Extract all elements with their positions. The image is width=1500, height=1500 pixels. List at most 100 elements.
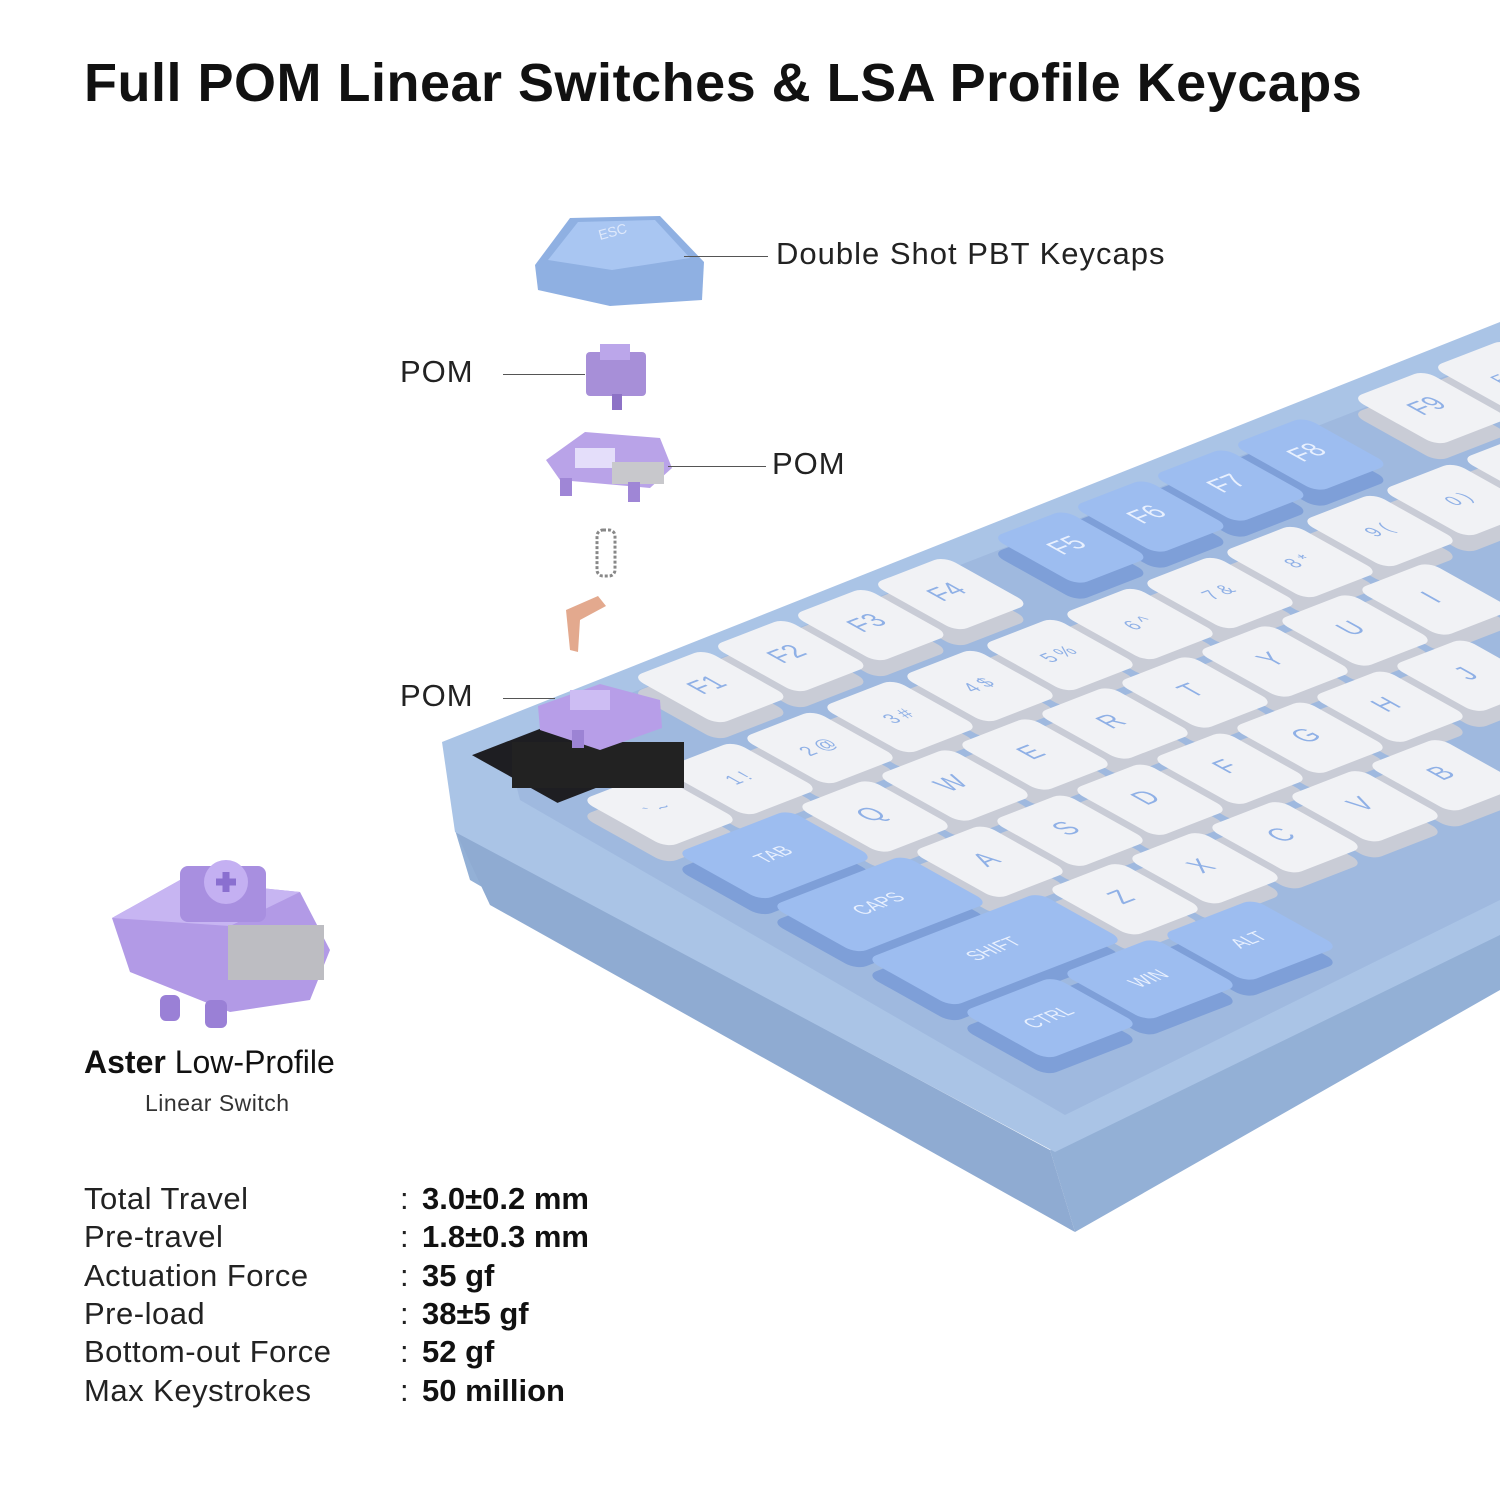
keycap bbox=[1122, 657, 1268, 728]
spec-value: 52 gf bbox=[422, 1334, 495, 1370]
keycap bbox=[1212, 802, 1358, 873]
keyboard-case-side bbox=[455, 830, 1075, 1232]
keycap bbox=[1052, 864, 1198, 935]
keycap bbox=[1227, 526, 1373, 598]
spec-label: Max Keystrokes bbox=[84, 1372, 312, 1408]
keycap bbox=[827, 681, 973, 753]
keycap bbox=[1157, 733, 1303, 804]
spec-row: Max Keystrokes:50 million bbox=[84, 1371, 589, 1409]
spec-value: 3.0±0.2 mm bbox=[422, 1181, 589, 1217]
spec-label: Bottom-out Force bbox=[84, 1334, 332, 1370]
keycap bbox=[872, 895, 1118, 1005]
keycap bbox=[1042, 688, 1188, 759]
switch-bottom-housing bbox=[512, 684, 684, 788]
keycap bbox=[682, 812, 868, 899]
keycap bbox=[1067, 940, 1233, 1019]
keycap-legend: ESC bbox=[597, 220, 629, 243]
keycap bbox=[638, 651, 784, 723]
keycap bbox=[1438, 341, 1500, 413]
keycap bbox=[1372, 740, 1500, 811]
switch-stem bbox=[586, 344, 646, 410]
keycap bbox=[718, 620, 864, 692]
keycap bbox=[1132, 833, 1278, 904]
switch-top-housing bbox=[546, 432, 672, 502]
keycap bbox=[997, 795, 1143, 866]
keycap bbox=[882, 750, 1028, 821]
spec-row: Bottom-out Force:52 gf bbox=[84, 1333, 589, 1371]
keycap bbox=[1077, 764, 1223, 835]
switch-contact-leaf bbox=[566, 596, 606, 652]
keycap bbox=[1067, 588, 1213, 660]
page-title: Full POM Linear Switches & LSA Profile K… bbox=[84, 53, 1363, 113]
spec-colon: : bbox=[400, 1219, 409, 1255]
keycaps-leader-line bbox=[684, 256, 768, 257]
keycap bbox=[1292, 771, 1438, 842]
spec-label: Pre-travel bbox=[84, 1219, 224, 1255]
keycap-legend: 2 @ bbox=[793, 736, 844, 759]
keycap bbox=[747, 712, 893, 784]
spec-value: 1.8±0.3 mm bbox=[422, 1219, 589, 1255]
keycap-legend: ALT bbox=[1224, 929, 1274, 952]
keycap bbox=[967, 979, 1133, 1058]
keycap-legend: 5 % bbox=[1034, 643, 1083, 666]
spec-table: Total Travel:3.0±0.2 mm Pre-travel:1.8±0… bbox=[84, 1180, 589, 1410]
keycap bbox=[1238, 419, 1384, 490]
spec-row: Pre-load:38±5 gf bbox=[84, 1295, 589, 1333]
keycap bbox=[878, 558, 1024, 630]
aster-switch-image bbox=[112, 860, 330, 1028]
keycap bbox=[1237, 702, 1383, 773]
keycap bbox=[587, 774, 733, 846]
keycap bbox=[1397, 640, 1500, 711]
pom-top-leader-line bbox=[668, 466, 766, 467]
keycap bbox=[1362, 564, 1500, 635]
keycap bbox=[1282, 595, 1428, 666]
keycap bbox=[1387, 464, 1500, 536]
keycap bbox=[798, 589, 944, 661]
exploded-keycap: ESC bbox=[535, 216, 704, 306]
switch-brand: Aster bbox=[84, 1044, 166, 1080]
spec-colon: : bbox=[400, 1334, 409, 1370]
keycap bbox=[998, 512, 1144, 583]
spec-value: 38±5 gf bbox=[422, 1296, 529, 1332]
spec-colon: : bbox=[400, 1372, 409, 1408]
keycap bbox=[1358, 372, 1500, 444]
keycap bbox=[1078, 481, 1224, 552]
spec-colon: : bbox=[400, 1296, 409, 1332]
switch-model: Low-Profile bbox=[174, 1044, 335, 1080]
switch-subtitle: Linear Switch bbox=[145, 1090, 290, 1116]
keycap bbox=[1307, 495, 1453, 567]
keycap bbox=[1167, 901, 1333, 980]
switch-name: Aster Low-Profile bbox=[84, 1044, 335, 1081]
keycap bbox=[917, 826, 1063, 897]
spec-colon: : bbox=[400, 1181, 409, 1217]
pom-stem-leader-line bbox=[503, 374, 585, 375]
keycap bbox=[907, 650, 1053, 722]
keycap-legend: 4 $ bbox=[957, 675, 1001, 696]
spec-row: Total Travel:3.0±0.2 mm bbox=[84, 1180, 589, 1218]
keycap bbox=[1147, 557, 1293, 629]
keycap bbox=[1202, 626, 1348, 697]
keycap bbox=[962, 719, 1108, 790]
keycaps-callout: Double Shot PBT Keycaps bbox=[776, 236, 1166, 271]
pom-stem-callout: POM bbox=[400, 354, 474, 389]
spec-row: Actuation Force:35 gf bbox=[84, 1257, 589, 1295]
switch-spring bbox=[595, 528, 617, 578]
keycap-legend: 7 & bbox=[1196, 582, 1241, 603]
keycap-legend: 3 # bbox=[877, 706, 921, 727]
pom-bottom-housing-callout: POM bbox=[400, 678, 474, 713]
keycap-legend: TAB bbox=[748, 843, 799, 866]
keyboard-case-front bbox=[455, 830, 1500, 1232]
spec-label: Actuation Force bbox=[84, 1257, 309, 1293]
keycap bbox=[987, 619, 1133, 691]
pom-bottom-leader-line bbox=[503, 698, 555, 699]
keycap bbox=[802, 781, 948, 852]
spec-row: Pre-travel:1.8±0.3 mm bbox=[84, 1218, 589, 1256]
pom-top-housing-callout: POM bbox=[772, 446, 846, 481]
spec-label: Pre-load bbox=[84, 1296, 206, 1332]
keycap bbox=[777, 857, 983, 952]
keycap bbox=[1158, 450, 1304, 521]
keycap-legend: 6 ^ bbox=[1118, 613, 1161, 633]
spec-value: 35 gf bbox=[422, 1257, 495, 1293]
spec-colon: : bbox=[400, 1257, 409, 1293]
